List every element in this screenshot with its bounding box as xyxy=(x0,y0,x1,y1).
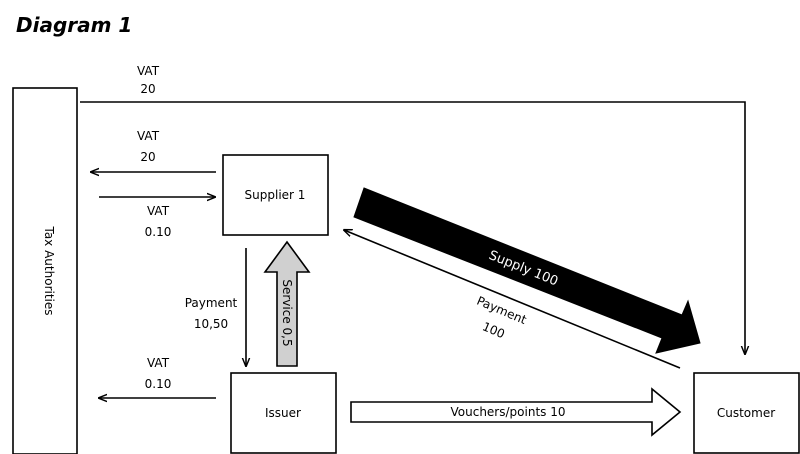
service-label: Service 0,5 xyxy=(280,279,294,346)
payment-customer-supplier-amount: 100 xyxy=(480,319,507,341)
issuer-box xyxy=(230,372,337,454)
vat-tax-customer-amount: 20 xyxy=(140,82,155,96)
customer-label: Customer xyxy=(717,406,775,420)
supplier-box xyxy=(222,154,329,236)
vat-tax-supplier-amount: 0.10 xyxy=(145,225,172,239)
service-block-arrow xyxy=(263,240,311,367)
vat-tax-customer-name: VAT xyxy=(137,64,160,78)
vat-tax-to-customer-arrow xyxy=(80,101,745,354)
tax-authorities-label: Tax Authorities xyxy=(42,225,56,315)
payment-supplier-issuer-name: Payment xyxy=(185,296,238,310)
payment-customer-to-supplier-arrow xyxy=(344,230,681,369)
payment-customer-supplier-name: Payment xyxy=(475,294,529,328)
vat-tax-supplier-name: VAT xyxy=(147,204,170,218)
tax-authorities-box xyxy=(12,87,78,454)
vat-issuer-tax-amount: 0.10 xyxy=(145,377,172,391)
customer-box xyxy=(693,372,800,454)
vouchers-label: Vouchers/points 10 xyxy=(451,405,566,419)
vat-supplier-tax-amount: 20 xyxy=(140,150,155,164)
vat-supplier-tax-name: VAT xyxy=(137,129,160,143)
diagram-title: Diagram 1 xyxy=(16,13,132,37)
supplier-label: Supplier 1 xyxy=(245,188,306,202)
vouchers-block-arrow xyxy=(350,387,682,437)
payment-supplier-issuer-amount: 10,50 xyxy=(194,317,228,331)
issuer-label: Issuer xyxy=(265,406,301,420)
supply-block-arrow xyxy=(353,187,701,354)
vat-issuer-tax-name: VAT xyxy=(147,356,170,370)
